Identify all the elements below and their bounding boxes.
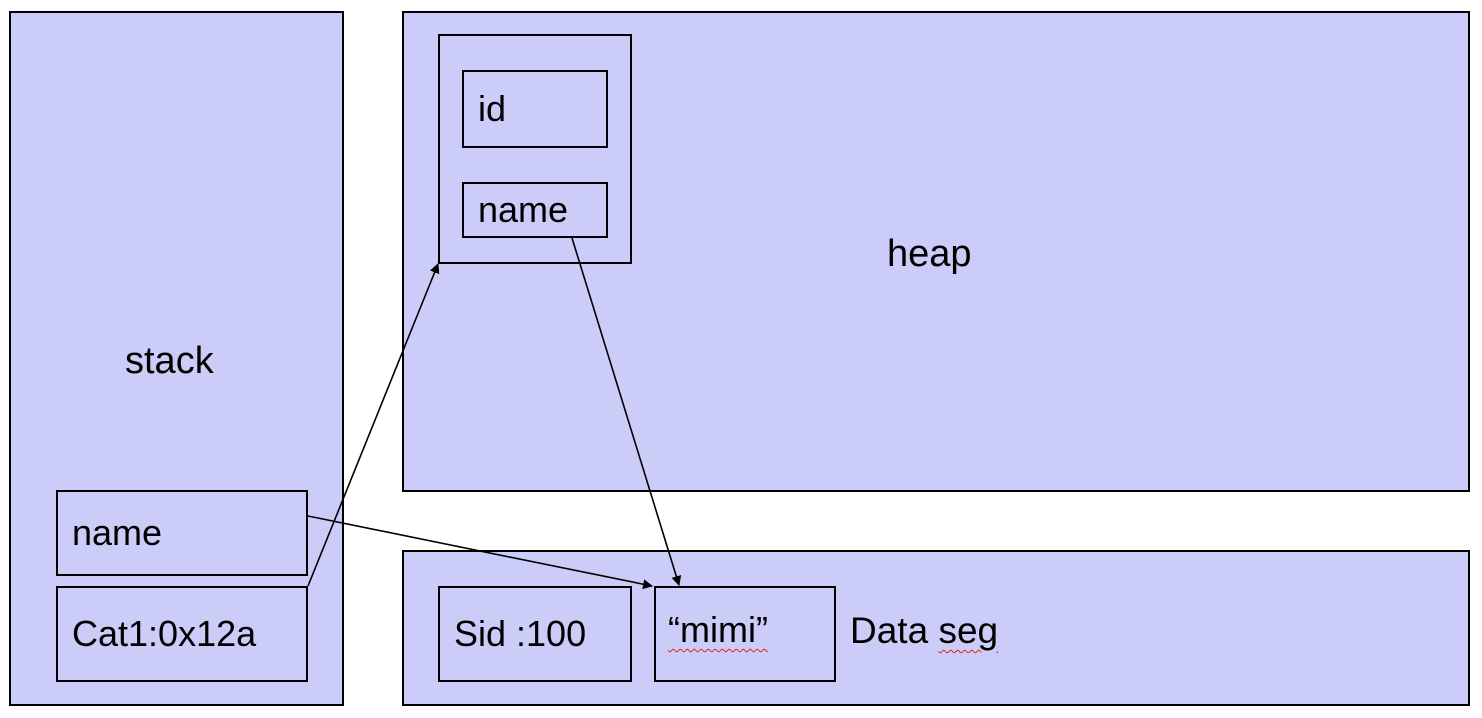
data-seg-label-word2: seg [938,610,999,651]
data-seg-sid-text: Sid :100 [454,613,587,654]
data-seg-label: Data seg [850,612,998,649]
stack-name-text: name [72,512,163,553]
stack-cat-cell: Cat1:0x12a [56,586,308,682]
heap-id-text: id [478,88,507,129]
data-seg-mimi-cell: “mimi” [654,586,836,682]
stack-name-cell: name [56,490,308,576]
heap-label: heap [887,233,972,275]
stack-cat-text: Cat1:0x12a [72,613,257,654]
heap-id-field: id [462,70,608,148]
heap-name-field: name [462,182,608,238]
data-seg-label-word1: Data [850,610,929,651]
stack-label: stack [125,340,214,382]
data-seg-mimi-text: “mimi” [668,609,768,650]
heap-object [438,34,632,264]
data-seg-sid-cell: Sid :100 [438,586,632,682]
stack-region [9,11,344,706]
heap-name-text: name [478,189,569,230]
